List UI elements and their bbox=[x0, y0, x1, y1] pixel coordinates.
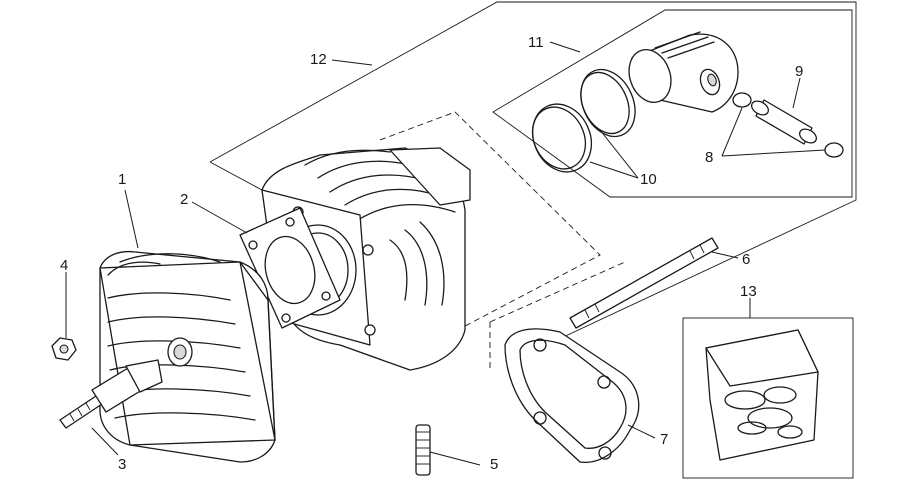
leader-lines bbox=[65, 41, 826, 466]
base-gasket bbox=[504, 328, 640, 464]
callout-2: 2 bbox=[180, 191, 188, 208]
nut bbox=[51, 337, 77, 361]
callout-8: 8 bbox=[705, 149, 713, 166]
callout-5: 5 bbox=[490, 456, 498, 473]
callout-10: 10 bbox=[640, 171, 657, 188]
spark-plug bbox=[59, 359, 163, 429]
piston-rings bbox=[531, 68, 636, 173]
callout-7: 7 bbox=[660, 431, 668, 448]
callout-12: 12 bbox=[310, 51, 327, 68]
piston bbox=[628, 31, 739, 113]
callout-3: 3 bbox=[118, 456, 126, 473]
alignment-dashes bbox=[379, 111, 601, 356]
callout-6: 6 bbox=[742, 251, 750, 268]
callout-13: 13 bbox=[740, 283, 757, 300]
piston-pin bbox=[750, 99, 818, 145]
callout-4: 4 bbox=[60, 257, 68, 274]
assembly-frame-12 bbox=[209, 1, 857, 363]
piston-kit-frame-11 bbox=[492, 9, 853, 198]
callout-11: 11 bbox=[528, 34, 544, 51]
stud-long bbox=[569, 237, 719, 329]
gasket-kit-box bbox=[682, 317, 854, 479]
callout-9: 9 bbox=[795, 63, 803, 80]
callout-1: 1 bbox=[118, 171, 126, 188]
cylinder-head bbox=[99, 250, 276, 463]
stud-short bbox=[415, 424, 431, 476]
